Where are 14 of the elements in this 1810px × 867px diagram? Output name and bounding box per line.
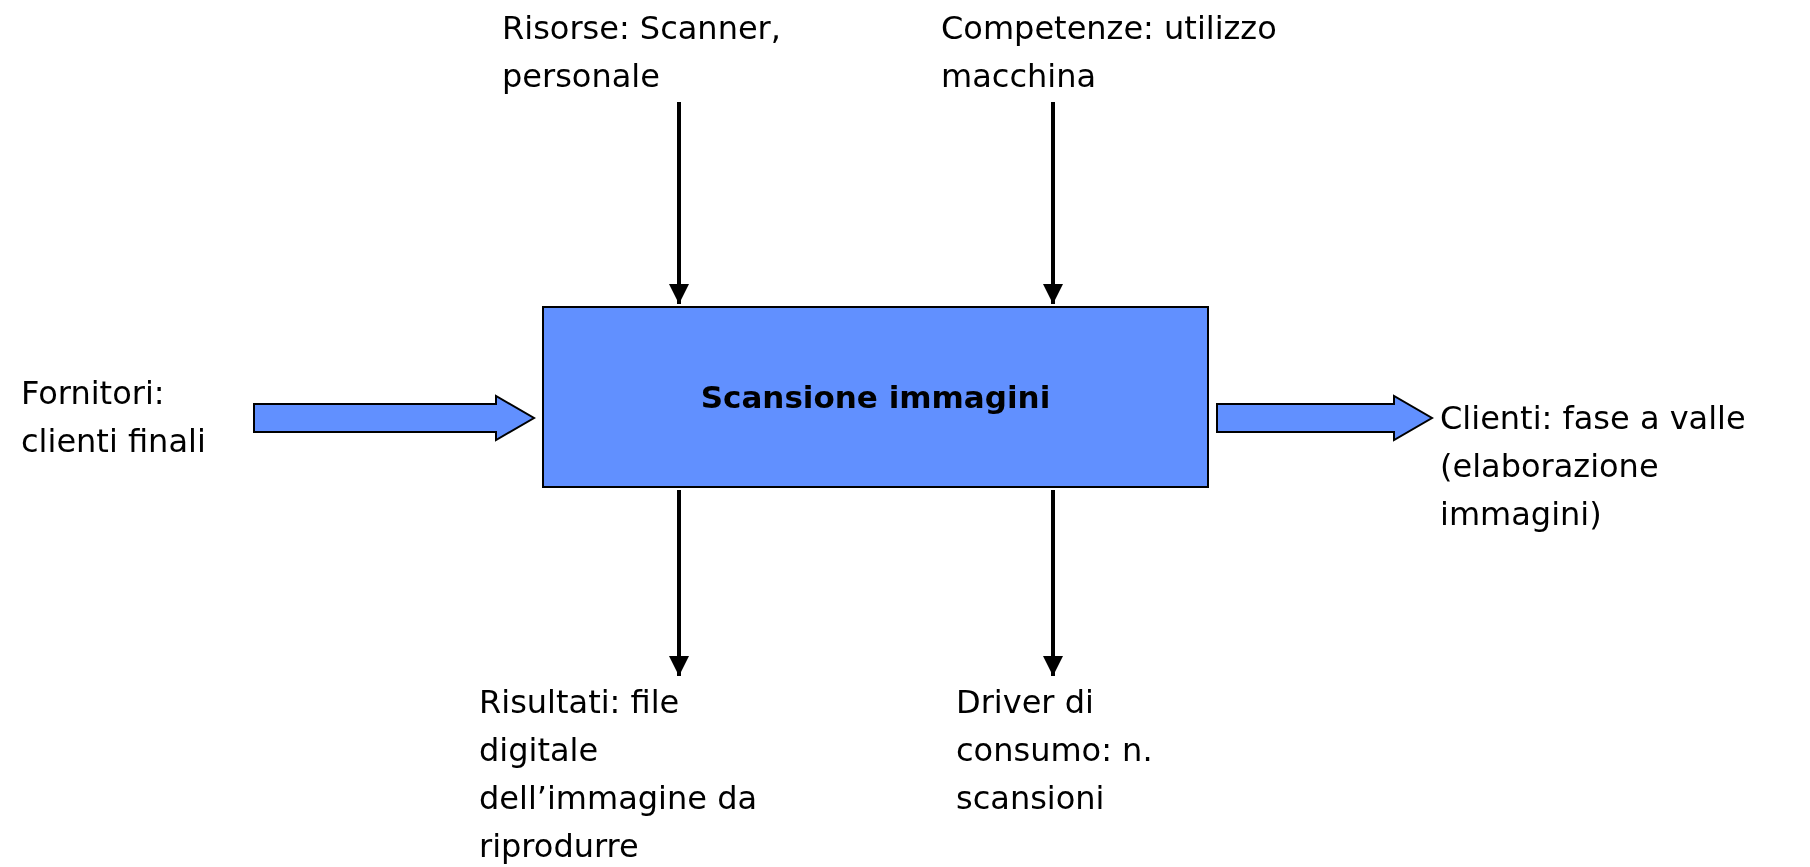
arrow (1043, 490, 1063, 676)
text-label: Risorse: Scanner, personale (502, 4, 842, 100)
text-label: Clienti: fase a valle (elaborazione immagini) (1440, 394, 1780, 538)
process-box (542, 306, 1209, 488)
text-label: Fornitori: clienti finali (21, 369, 246, 465)
text-label: Competenze: utilizzo macchina (941, 4, 1341, 100)
block-arrow (1216, 394, 1434, 442)
text-label: Driver di consumo: n. scansioni (956, 678, 1161, 822)
arrow (669, 102, 689, 304)
block-arrow (253, 394, 536, 442)
arrow (1043, 102, 1063, 304)
text-label: Risultati: file digitale dell’immagine da riprodurre (479, 678, 764, 867)
arrow (669, 490, 689, 676)
process-title: Scansione immagini (700, 379, 1051, 415)
